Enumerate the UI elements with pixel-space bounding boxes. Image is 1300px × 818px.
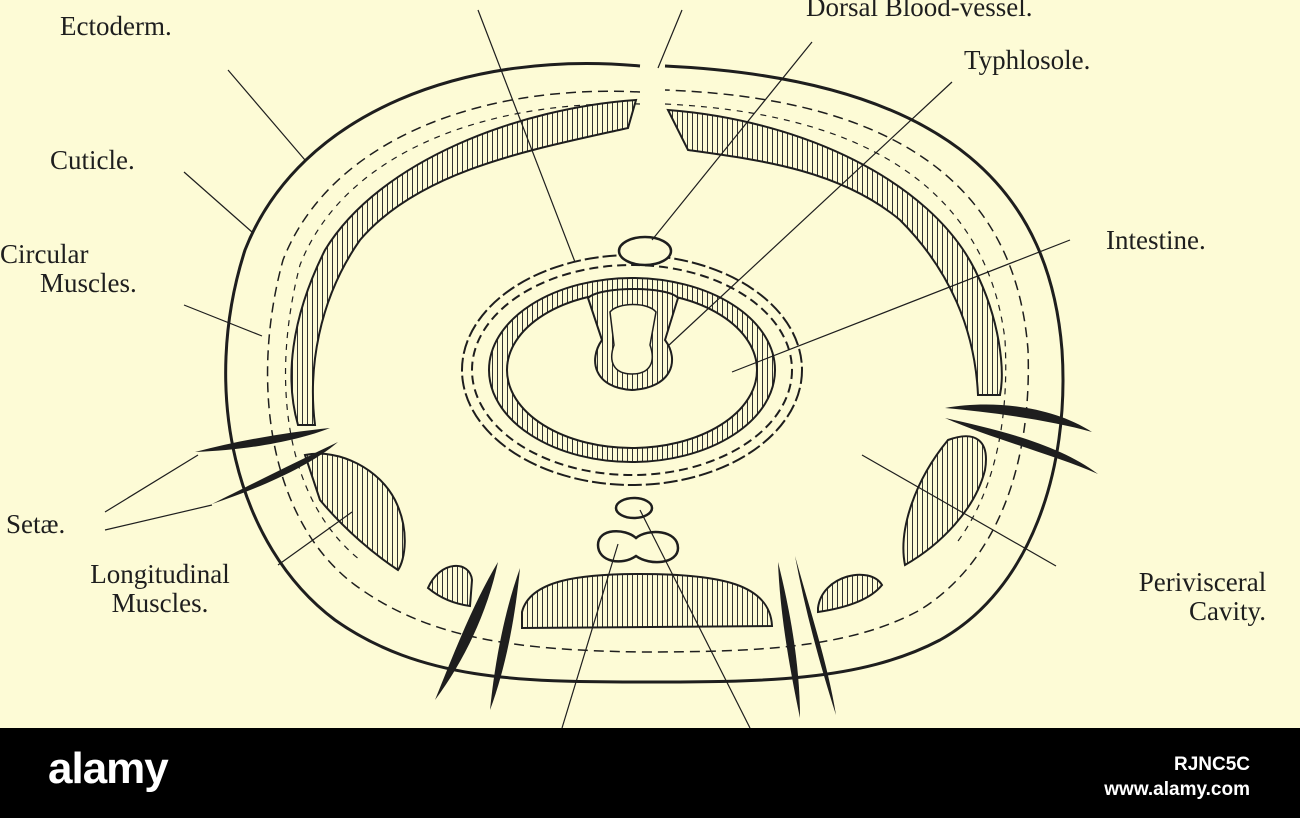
seta-ventral-2 <box>490 568 520 710</box>
seta-right-lower <box>945 418 1098 474</box>
ectoderm-inner-line <box>266 89 1030 653</box>
intestine <box>461 235 803 486</box>
diagram-plate: Ectoderm. Dorsal Blood-vessel. Typhlosol… <box>0 0 1300 728</box>
circular-muscle-inner-line <box>284 103 641 561</box>
stock-info: RJNC5C www.alamy.com <box>1104 752 1250 802</box>
label-intestine: Intestine. <box>1106 225 1206 255</box>
label-cuticle: Cuticle. <box>50 145 135 175</box>
longitudinal-muscle-lower-left <box>303 452 406 572</box>
label-perivisceral-cavity-line1: Perivisceral <box>1138 567 1267 597</box>
dorsal-blood-vessel <box>617 235 673 267</box>
label-setae: Setæ. <box>6 509 66 539</box>
label-circular-muscles-line2: Muscles. <box>40 268 137 298</box>
ventral-muscle-left <box>426 564 474 608</box>
label-ectoderm: Ectoderm. <box>60 11 172 41</box>
ventral-blood-vessel <box>614 496 654 520</box>
seta-ventral-3 <box>778 562 800 718</box>
label-perivisceral-cavity: Perivisceral Cavity. <box>1105 568 1300 626</box>
leader-lines <box>104 9 1071 728</box>
alamy-logo: alamy <box>48 744 169 793</box>
label-circular-muscles-line1: Circular <box>0 239 89 269</box>
seta-left-lower <box>212 442 338 504</box>
setae <box>195 404 1098 718</box>
label-perivisceral-cavity-line2: Cavity. <box>1189 596 1266 626</box>
site-url: www.alamy.com <box>1104 779 1250 800</box>
longitudinal-muscle-lower-right <box>902 435 987 567</box>
seta-left-upper <box>195 428 330 452</box>
ventral-muscle-middle <box>521 572 774 630</box>
body-wall <box>224 62 1065 684</box>
earthworm-cross-section <box>104 9 1098 728</box>
seta-ventral-1 <box>435 562 498 700</box>
label-dorsal-blood-vessel: Dorsal Blood-vessel. <box>806 0 1033 22</box>
longitudinal-muscle-left <box>290 98 638 426</box>
seta-right-upper <box>945 404 1092 432</box>
ventral-structures <box>596 496 680 564</box>
image-id: RJNC5C <box>1173 754 1250 775</box>
label-longitudinal-muscles-line2: Muscles. <box>111 588 209 618</box>
label-typhlosole: Typhlosole. <box>964 45 1091 75</box>
watermark-bar <box>0 728 1300 818</box>
label-longitudinal-muscles-line1: Longitudinal <box>90 559 230 589</box>
label-circular-muscles: Circular Muscles. <box>0 240 170 298</box>
label-longitudinal-muscles: Longitudinal Muscles. <box>50 560 270 618</box>
nerve-cord <box>596 530 680 564</box>
ventral-muscle-right <box>817 573 884 614</box>
cuticle-outline <box>224 62 1065 684</box>
seta-ventral-4 <box>795 556 836 715</box>
longitudinal-muscle-right <box>666 108 1003 396</box>
